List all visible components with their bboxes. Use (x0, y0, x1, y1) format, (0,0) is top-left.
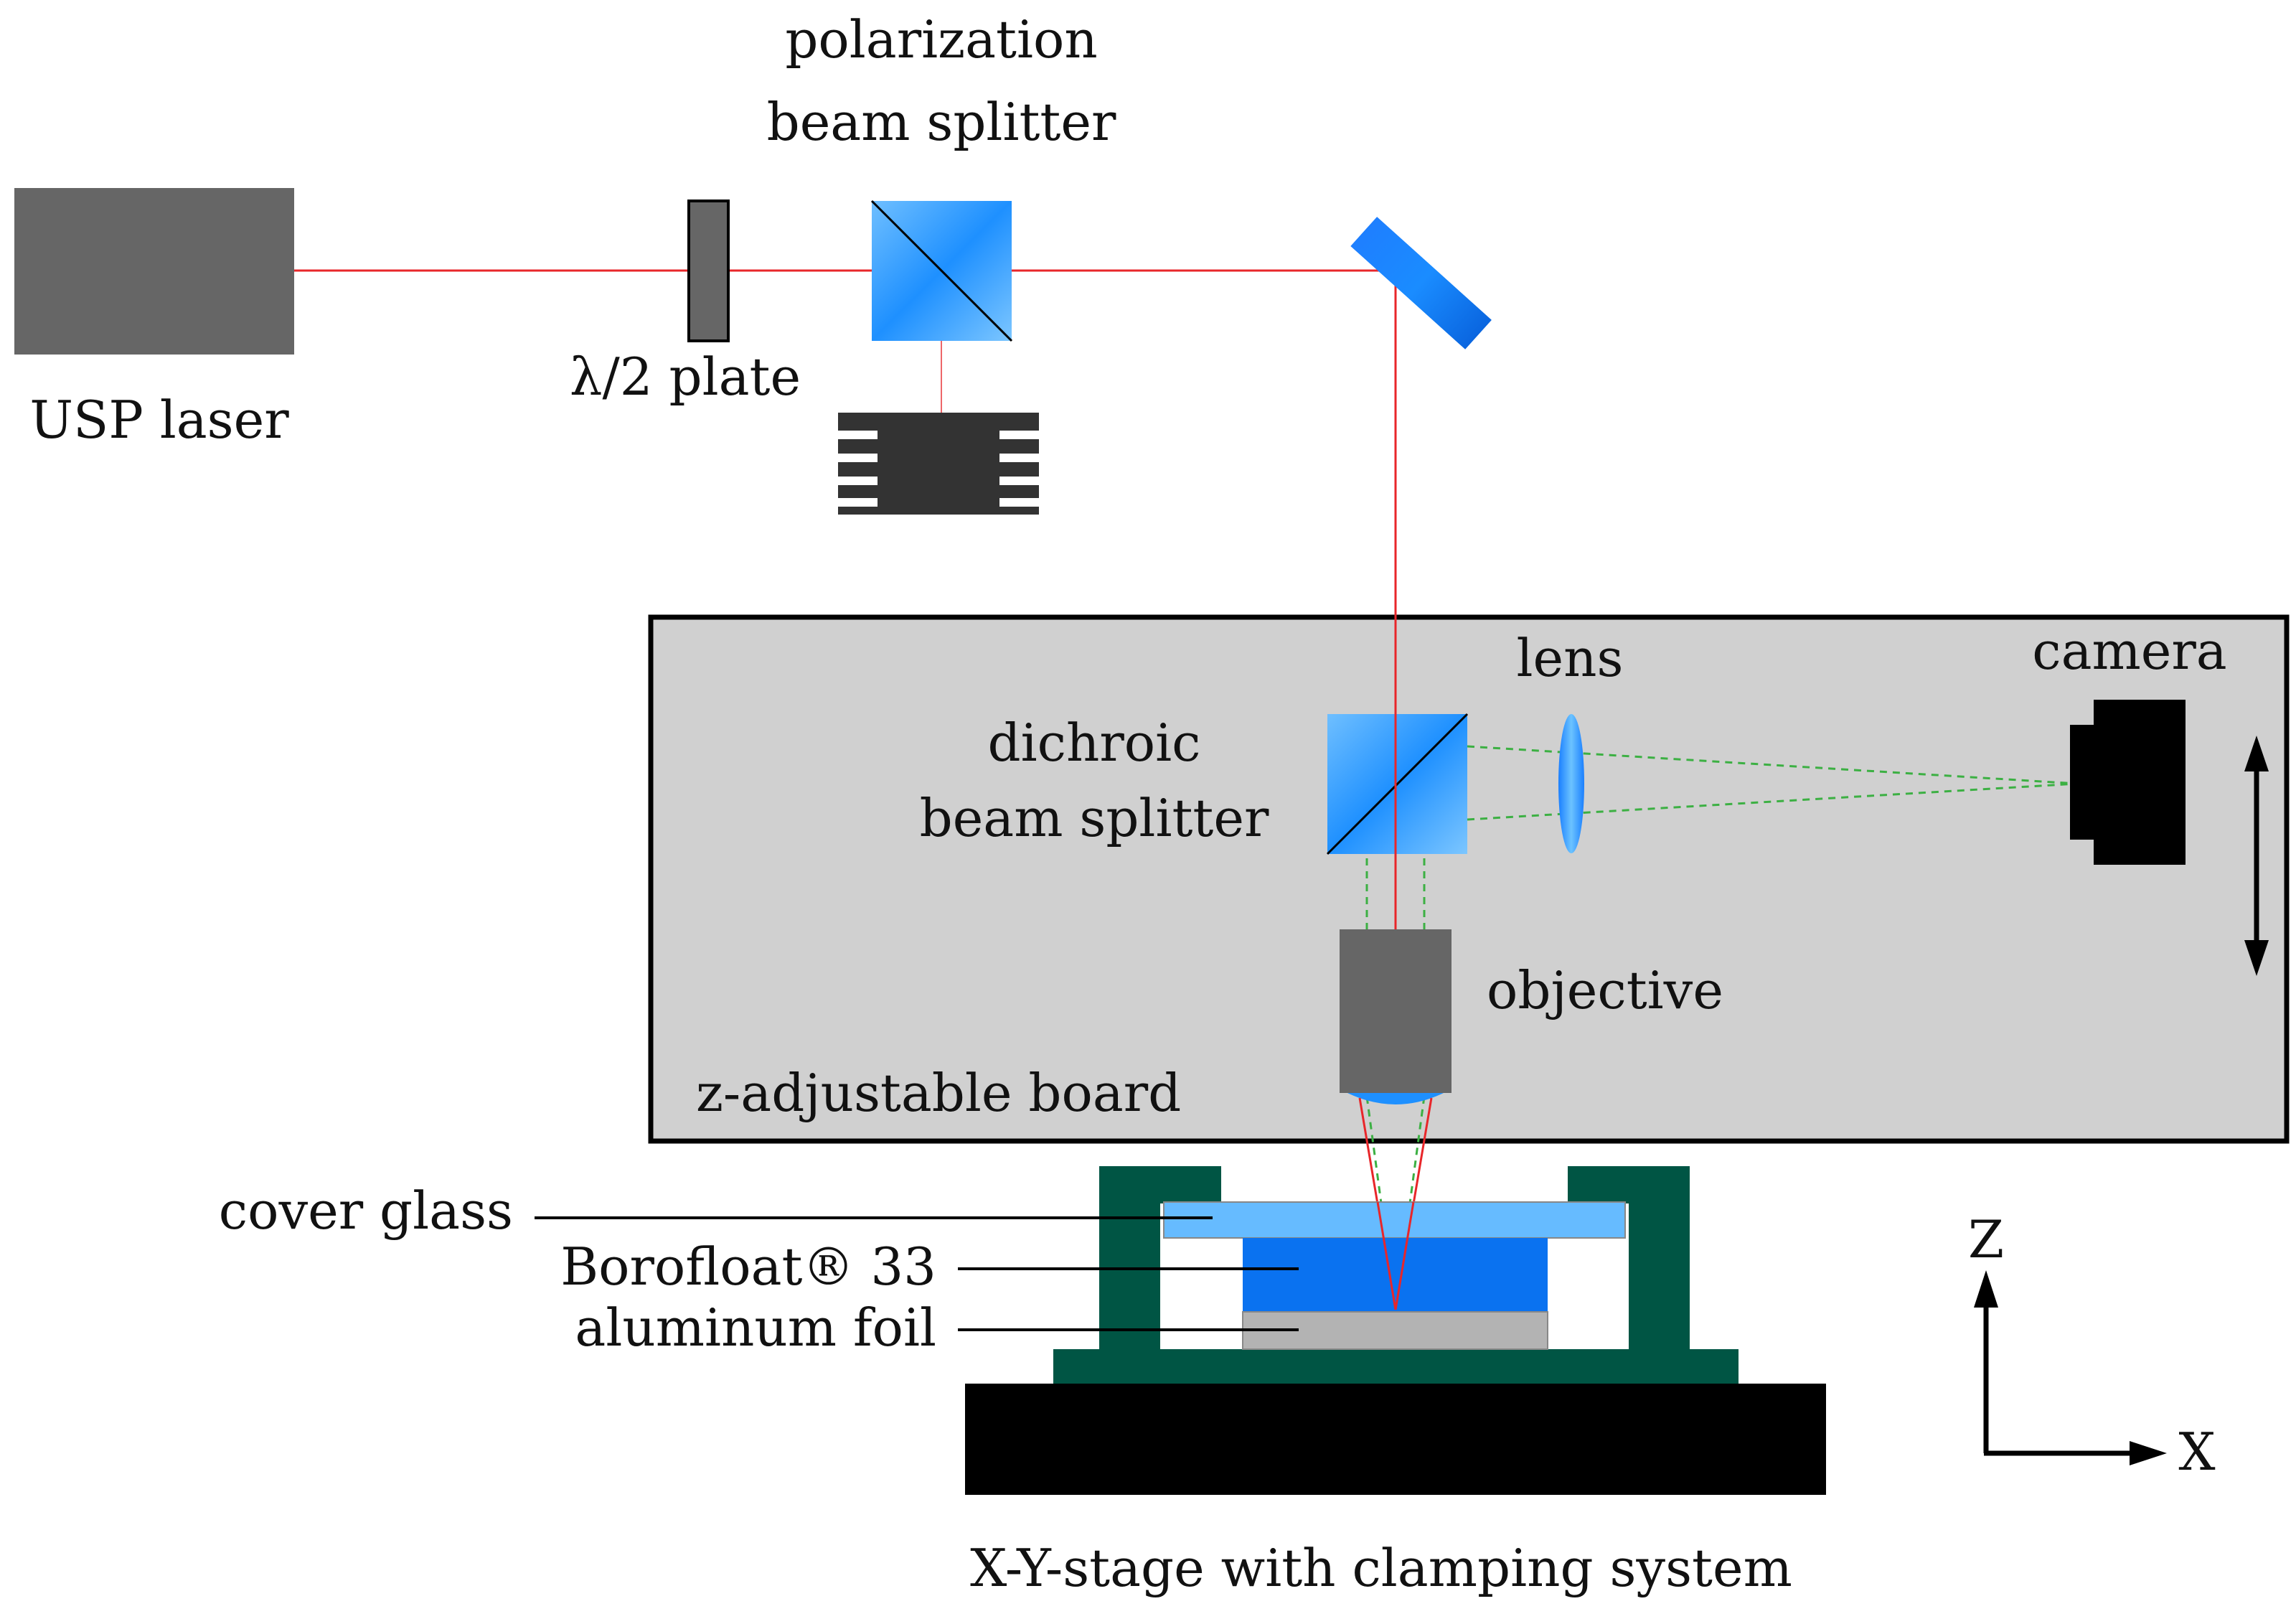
label-usp-laser: USP laser (29, 390, 289, 450)
cover-glass (1163, 1201, 1626, 1239)
label-half-wave-plate: λ/2 plate (570, 347, 801, 407)
usp-laser-body (14, 188, 294, 355)
half-wave-plate (687, 200, 730, 342)
mirror-icon (1350, 217, 1492, 349)
label-dichroic-line2: beam splitter (920, 788, 1269, 848)
camera-icon (2070, 700, 2186, 865)
label-axis-z: Z (1968, 1209, 2004, 1270)
polarization-beam-splitter (870, 200, 1013, 342)
xy-stage (965, 1384, 1826, 1495)
label-axis-x: X (2178, 1422, 2215, 1482)
clamping-system (1053, 1166, 1739, 1386)
objective (1340, 929, 1452, 1104)
coordinate-axes (1974, 1270, 2167, 1465)
label-aluminum-foil: aluminum foil (575, 1297, 936, 1358)
label-pbs-line1: polarization (785, 9, 1097, 70)
label-lens: lens (1517, 628, 1624, 688)
label-dichroic-line1: dichroic (988, 713, 1201, 773)
leader-lines (535, 1216, 1299, 1331)
z-adjustable-board (648, 614, 2290, 1144)
label-borofloat: Borofloat® 33 (560, 1236, 936, 1297)
beam-dump-icon (838, 413, 1039, 515)
label-objective: objective (1487, 960, 1723, 1020)
focal-beam-in-sample (1376, 1201, 1415, 1310)
label-pbs-line2: beam splitter (767, 92, 1116, 152)
double-arrow-icon (2244, 736, 2269, 976)
label-stage: X-Y-stage with clamping system (970, 1538, 1792, 1598)
lens (1558, 714, 1584, 853)
label-camera: camera (2032, 621, 2226, 681)
dichroic-beam-splitter (1326, 713, 1469, 855)
label-board: z-adjustable board (696, 1063, 1181, 1123)
borofloat-33 (1243, 1238, 1548, 1312)
label-cover-glass: cover glass (219, 1181, 513, 1241)
